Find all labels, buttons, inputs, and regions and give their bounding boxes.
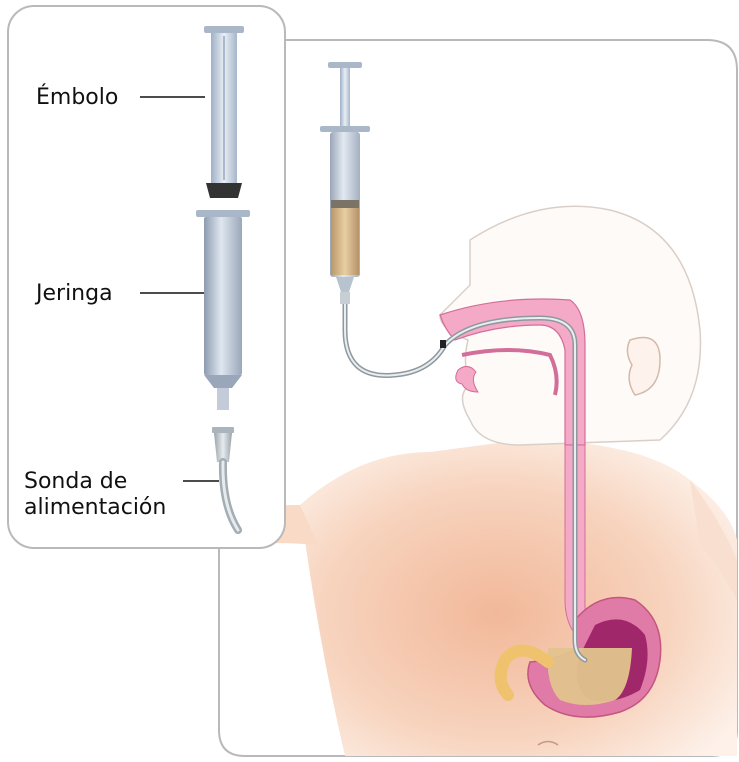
scene-plunger-rod [340,68,350,128]
scene-syringe [320,62,370,304]
plunger-label: Émbolo [36,85,118,110]
barrel-nozzle [217,388,229,410]
feeding-tube-label-line2: alimentación [24,495,166,520]
scene-barrel-flange [320,126,370,132]
tube-connector-top [212,427,234,433]
baby-torso [300,440,737,756]
baby-figure [222,206,737,756]
scene-plunger-cap [328,62,362,68]
feeding-tube-label-line1: Sonda de [24,469,127,494]
syringe-label: Jeringa [36,281,113,306]
scene-barrel-nozzle [336,277,354,292]
scene-barrel-formula [331,205,359,275]
barrel-flange [196,210,250,217]
scene-plunger-tip [331,200,359,208]
tube-connector [214,433,232,462]
tube-marker [440,340,446,348]
scene-tube-connector [340,292,350,304]
plunger-cap [204,26,244,33]
barrel-body [204,217,242,375]
plunger-tip [206,183,242,198]
